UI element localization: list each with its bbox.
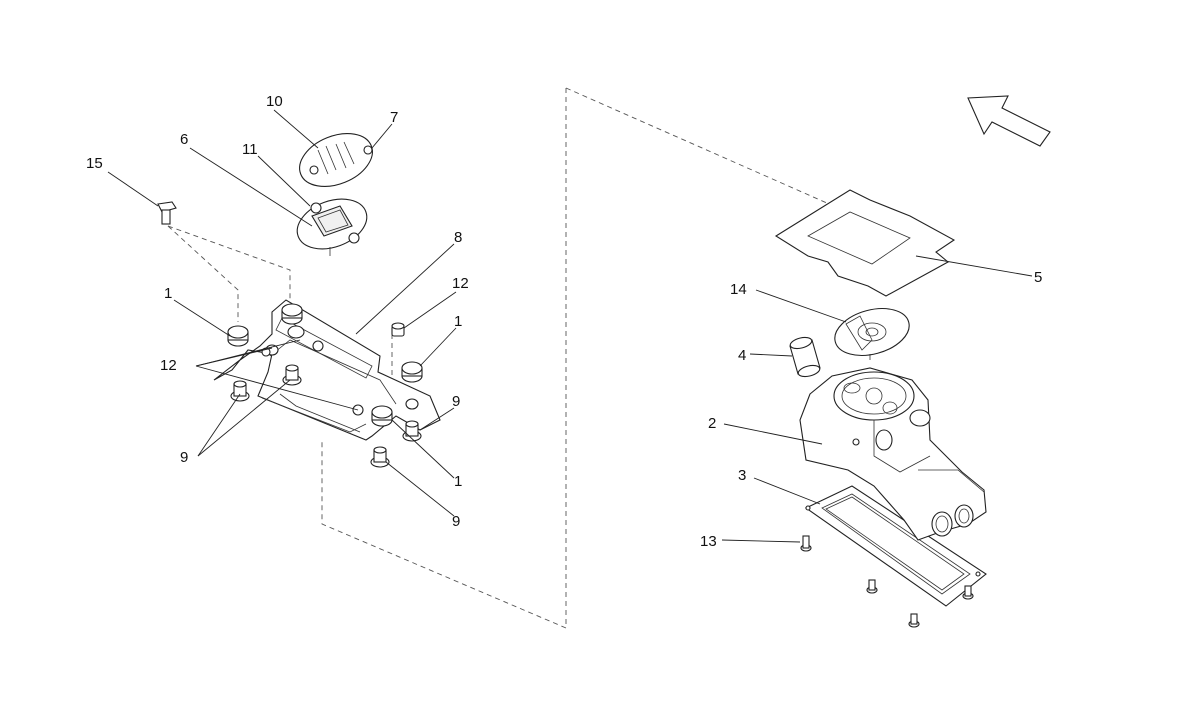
callout-1-bottom: 1 (454, 473, 462, 490)
callout-9-bottom: 9 (452, 513, 460, 530)
callout-7: 7 (390, 109, 398, 126)
part-5-gasket-frame (774, 189, 956, 297)
callout-9-left: 9 (180, 449, 188, 466)
callout-3: 3 (738, 467, 746, 484)
part-14-top-plate (834, 308, 910, 360)
direction-arrow-icon (967, 95, 1051, 147)
part-12-nuts (391, 322, 405, 337)
callout-6: 6 (180, 131, 188, 148)
callout-13: 13 (700, 533, 717, 550)
callout-12-left: 12 (160, 357, 177, 374)
part-1-grommets (227, 303, 423, 427)
callout-5: 5 (1034, 269, 1042, 286)
callout-2: 2 (708, 415, 716, 432)
callout-1-right: 1 (454, 313, 462, 330)
part-9-sleeves (230, 364, 422, 468)
callout-12-top: 12 (452, 275, 469, 292)
callout-10: 10 (266, 93, 283, 110)
callout-4: 4 (738, 347, 746, 364)
callout-14: 14 (730, 281, 747, 298)
callout-labels: 10 7 6 11 15 8 12 1 1 12 9 9 1 9 5 14 4 … (86, 93, 1042, 550)
part-4-sleeve (789, 336, 821, 378)
part-13-screws (800, 535, 974, 628)
assembly-dashed-lines (167, 87, 871, 629)
leader-lines (107, 109, 1033, 543)
callout-1-left: 1 (164, 285, 172, 302)
part-15-bolt (157, 201, 177, 225)
part-3-base-gasket (804, 485, 987, 607)
callout-15: 15 (86, 155, 103, 172)
callout-11: 11 (242, 141, 258, 158)
part-7-top-cover (299, 133, 373, 187)
part-2-shifter-housing (799, 367, 987, 541)
part-6-base-plate (296, 198, 368, 256)
callout-8: 8 (454, 229, 462, 246)
callout-9-right: 9 (452, 393, 460, 410)
